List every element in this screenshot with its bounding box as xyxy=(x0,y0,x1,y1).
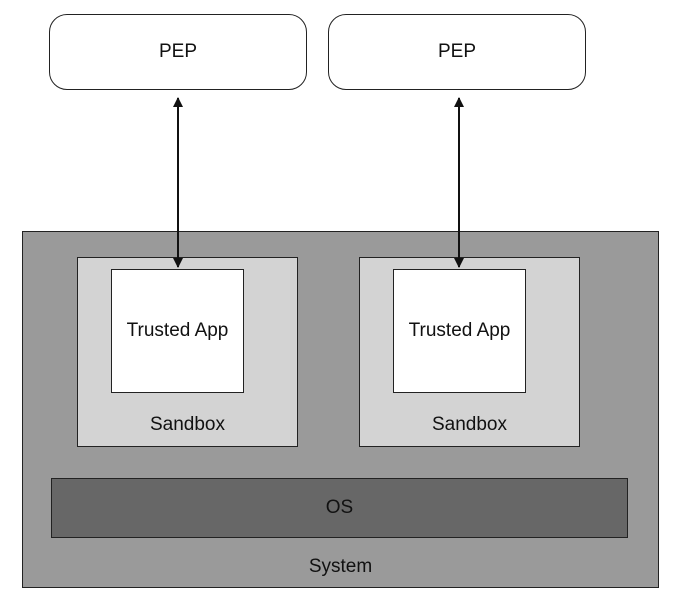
trusted-app-left: Trusted App xyxy=(111,269,244,393)
sandbox-label: Sandbox xyxy=(149,414,225,435)
pep-node-right: PEP xyxy=(328,14,586,90)
os-label: OS xyxy=(325,497,354,518)
sandbox-label: Sandbox xyxy=(431,414,507,435)
pep-label: PEP xyxy=(158,41,198,62)
system-label: System xyxy=(308,556,373,577)
trusted-app-label: Trusted App xyxy=(126,320,229,341)
trusted-app-label: Trusted App xyxy=(408,320,511,341)
pep-node-left: PEP xyxy=(49,14,307,90)
pep-label: PEP xyxy=(437,41,477,62)
trusted-app-right: Trusted App xyxy=(393,269,526,393)
os-layer: OS xyxy=(51,478,628,538)
